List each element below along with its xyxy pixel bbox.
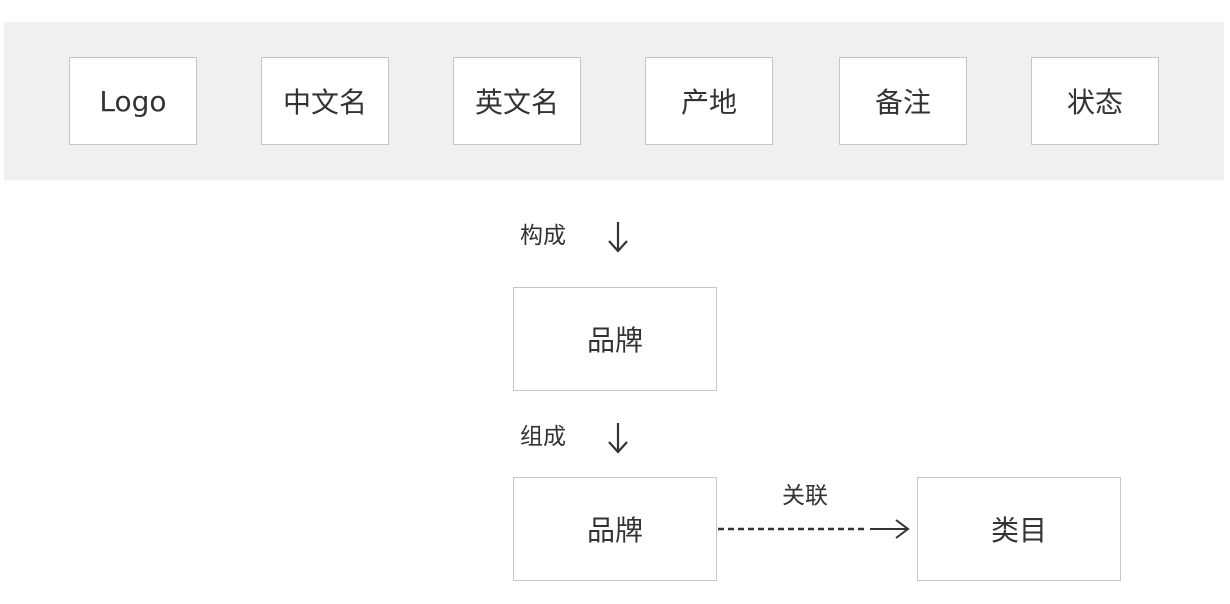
attr-box-logo: Logo	[69, 57, 197, 145]
brand-node-lower: 品牌	[513, 477, 717, 581]
category-node: 类目	[917, 477, 1121, 581]
associate-label: 关联	[782, 483, 828, 509]
down-arrow-icon	[608, 222, 628, 253]
compose-label: 构成	[520, 223, 566, 249]
brand-node-upper: 品牌	[513, 287, 717, 391]
attr-box-english-name: 英文名	[453, 57, 581, 145]
attr-box-status: 状态	[1031, 57, 1159, 145]
attr-box-chinese-name: 中文名	[261, 57, 389, 145]
consist-label: 组成	[520, 424, 566, 450]
attributes-panel	[4, 22, 1224, 180]
attr-box-remark: 备注	[839, 57, 967, 145]
dashed-association-arrow	[718, 519, 910, 539]
down-arrow-icon	[608, 423, 628, 454]
attr-box-origin: 产地	[645, 57, 773, 145]
